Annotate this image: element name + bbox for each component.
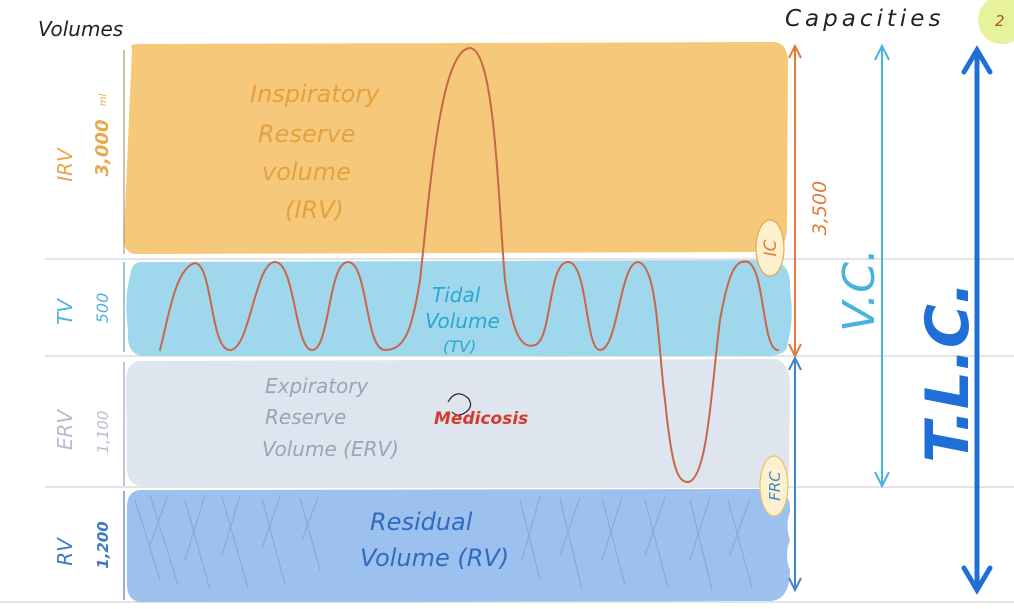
rv-band	[127, 489, 791, 602]
stethoscope-icon	[447, 393, 472, 416]
spirometry-trace	[159, 46, 779, 484]
frc-label-bubble	[759, 455, 789, 517]
corner-badge-circle	[978, 0, 1014, 44]
erv-band	[126, 359, 791, 486]
ic-amount: 3,500	[809, 181, 831, 235]
rv-name-line-1: Residual	[370, 508, 473, 536]
watermark-text: Medicosis	[434, 409, 528, 429]
tlc-abbr: T.L.C.	[913, 281, 983, 462]
watermark: Medicosis	[434, 393, 528, 429]
frc-arrow	[788, 355, 802, 593]
vc-abbr: V.C.	[834, 248, 885, 332]
erv-abbr: ERV	[53, 409, 77, 451]
ic-label-bubble	[755, 219, 785, 277]
rv-name-line-2: Volume (RV)	[360, 544, 509, 572]
corner-badge-text: 2	[995, 12, 1005, 30]
volumes-title: Volumes	[38, 17, 123, 41]
tv-amount: 500	[93, 293, 112, 324]
irv-name-line-3: volume	[262, 158, 351, 186]
irv-band	[123, 42, 789, 254]
tlc-arrow	[961, 45, 993, 595]
irv-name-line-1: Inspiratory	[250, 80, 380, 108]
erv-name-line-3: Volume (ERV)	[262, 437, 399, 461]
irv-name-line-4: (IRV)	[285, 196, 344, 224]
rv-amount: 1,200	[94, 521, 112, 568]
capacities-title: Capacities	[785, 6, 944, 32]
irv-unit: ml	[98, 94, 109, 107]
vc-arrow	[874, 43, 890, 489]
tv-abbr: TV	[53, 298, 77, 325]
tv-name: Tidal Volume (TV)	[425, 283, 500, 356]
erv-name-line-2: Reserve	[265, 405, 346, 429]
rv-abbr: RV	[53, 537, 77, 566]
irv-name-line-2: Reserve	[258, 120, 356, 148]
tv-name-line-1: Tidal	[432, 283, 481, 307]
rv-name: Residual Volume (RV)	[360, 508, 509, 572]
tv-name-line-3: (TV)	[443, 337, 476, 356]
erv-name: Expiratory Reserve Volume (ERV)	[262, 374, 399, 461]
tv-name-line-2: Volume	[425, 309, 500, 333]
erv-amount: 1,100	[94, 411, 112, 454]
irv-abbr: IRV	[53, 147, 77, 182]
ic-abbr: IC	[761, 239, 781, 256]
rv-hatching	[134, 494, 753, 591]
frc-abbr: FRC	[766, 471, 784, 501]
irv-name: Inspiratory Reserve volume (IRV)	[250, 80, 380, 224]
erv-name-line-1: Expiratory	[265, 374, 370, 398]
irv-amount: 3,000	[92, 120, 113, 177]
